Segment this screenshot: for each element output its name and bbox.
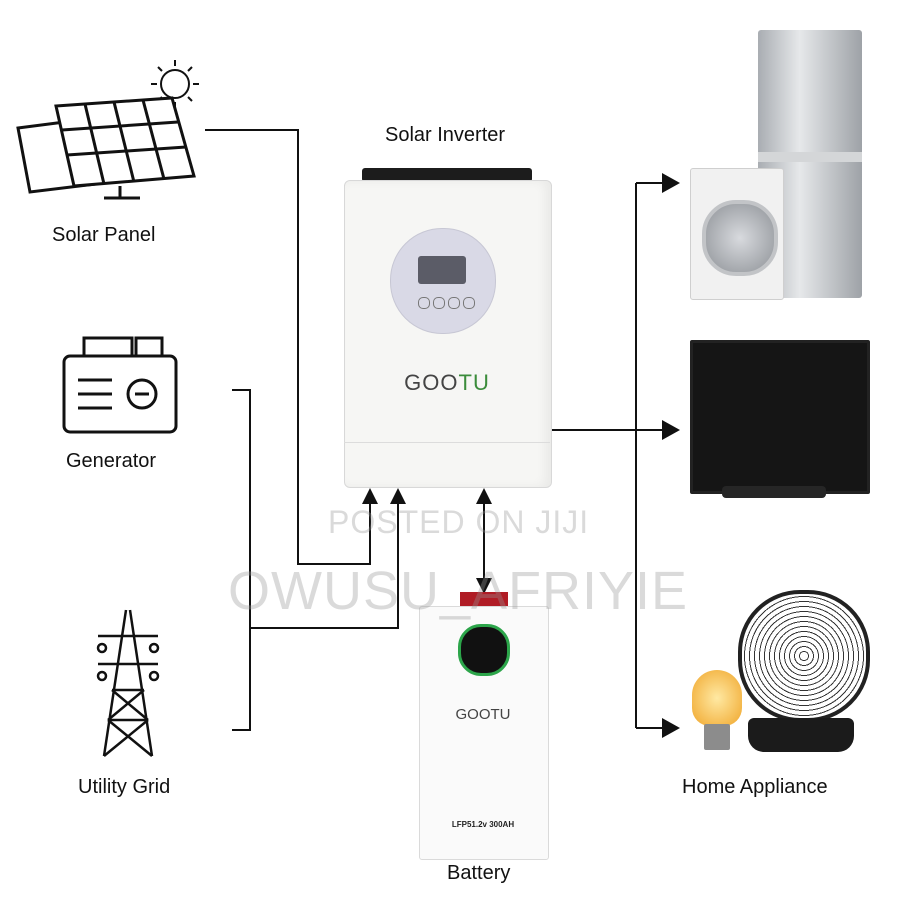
generator-icon bbox=[62, 336, 178, 434]
inverter-bracket bbox=[362, 168, 532, 182]
arrow-up-2 bbox=[390, 488, 406, 504]
washing-machine-door bbox=[702, 200, 778, 276]
light-bulb-base bbox=[704, 724, 730, 750]
solar-wire bbox=[205, 129, 371, 565]
inverter-brand: GOOTU bbox=[404, 370, 490, 395]
home-appliance-label: Home Appliance bbox=[682, 776, 828, 798]
battery-label: Battery bbox=[447, 862, 511, 884]
transmission-tower-icon bbox=[96, 609, 160, 757]
utility-grid-label: Utility Grid bbox=[78, 776, 171, 798]
arrow-right-2 bbox=[662, 420, 680, 440]
arrow-right-3 bbox=[662, 718, 680, 738]
grid-wire bbox=[232, 628, 251, 731]
arrow-up-1 bbox=[362, 488, 378, 504]
light-bulb-icon bbox=[692, 670, 742, 726]
arrow-up-battery bbox=[476, 488, 492, 504]
battery-brand: GOOTU bbox=[455, 706, 511, 723]
generator-label: Generator bbox=[66, 450, 157, 472]
solar-panel-icon bbox=[16, 96, 196, 200]
television-stand bbox=[722, 486, 826, 498]
solar-inverter-label: Solar Inverter bbox=[385, 124, 506, 146]
fan-icon bbox=[738, 590, 870, 722]
battery-display bbox=[458, 624, 510, 676]
inverter-base bbox=[344, 442, 550, 487]
inverter-buttons bbox=[418, 296, 478, 309]
watermark-owner: OWUSU_AFRIYIE bbox=[228, 561, 689, 621]
watermark-posted: POSTED ON JIJI bbox=[328, 504, 590, 540]
arrow-down-battery bbox=[476, 578, 492, 594]
arrow-right-1 bbox=[662, 173, 680, 193]
battery-spec: LFP51.2v 300AH bbox=[451, 820, 515, 829]
battery-terminal bbox=[460, 592, 508, 606]
refrigerator-divider bbox=[758, 152, 862, 162]
solar-panel-label: Solar Panel bbox=[52, 224, 156, 246]
inverter-lcd bbox=[418, 256, 466, 284]
television-icon bbox=[690, 340, 870, 494]
fan-base bbox=[748, 718, 854, 752]
